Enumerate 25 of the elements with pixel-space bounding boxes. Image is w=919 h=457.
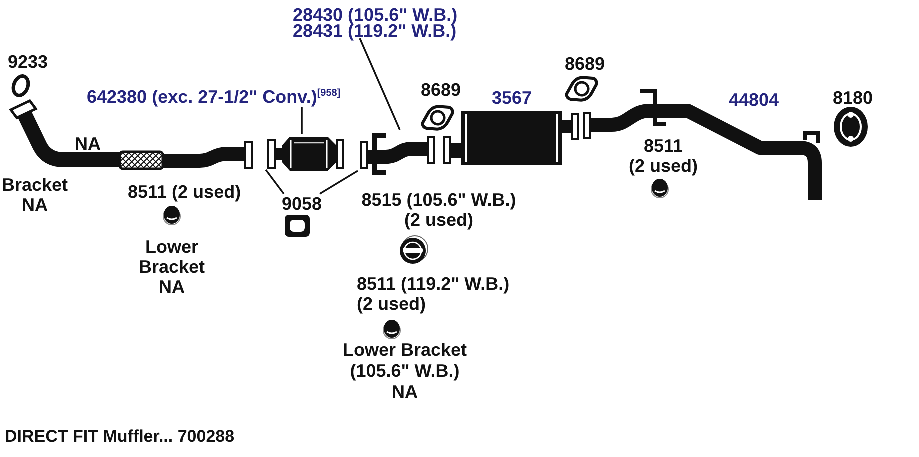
part-label: 8689 (421, 80, 462, 100)
catalytic-converter-drawing (266, 134, 346, 174)
part-number-label: 642380 (exc. 27-1/2" Conv.)$^{[958]}$ (87, 87, 341, 107)
part-label: Bracket NA (0, 175, 70, 215)
part-number-label: 28431 (119.2" W.B.) (293, 22, 458, 38)
part-label: NA (75, 134, 101, 154)
leader-line (320, 170, 358, 195)
caption: DIRECT FIT Muffler... 700288 (5, 427, 235, 447)
part-label: 8511 (119.2" W.B.) (2 used) (357, 274, 511, 314)
part-label: Lower Bracket (105.6" W.B.) NA (342, 340, 468, 403)
part-label: Lower Bracket NA (138, 237, 206, 297)
leader-line (359, 38, 401, 130)
part-label: 9233 (8, 52, 48, 72)
leader-line (265, 169, 285, 195)
part-label: 8511 (2 used) (629, 136, 700, 176)
part-number-label: 28430 (105.6" W.B.) (293, 6, 458, 22)
leader-line (301, 107, 303, 134)
part-label: 8689 (565, 54, 606, 74)
pipe-drawing (358, 130, 436, 178)
part-label: 44804 (729, 90, 780, 110)
part-number-label: 9058 (282, 194, 322, 214)
part-label: 8515 (105.6" W.B.) (2 used) (360, 190, 518, 230)
part-label: 8511 (2 used) (128, 182, 242, 202)
part-label: 3567 (492, 88, 532, 108)
part-label: 8180 (833, 88, 874, 108)
